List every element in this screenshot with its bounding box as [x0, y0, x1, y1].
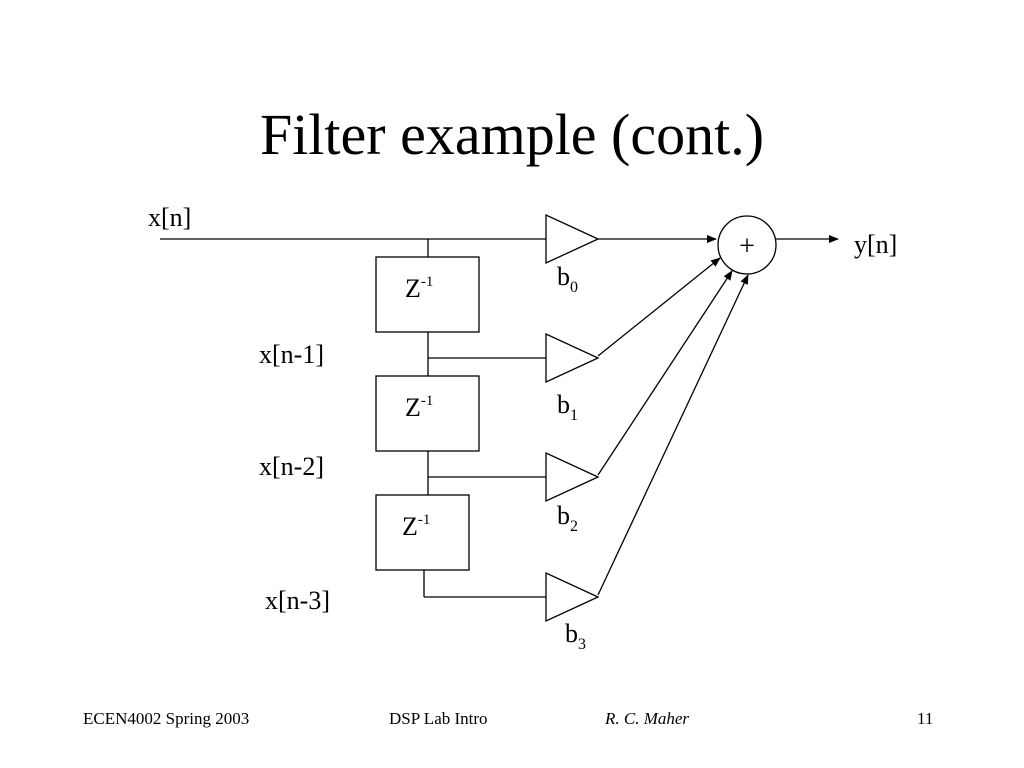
delay-label-1: Z-1	[405, 274, 433, 303]
footer-topic: DSP Lab Intro	[389, 709, 488, 728]
adder-circle	[717, 215, 777, 275]
delay-block-2	[375, 375, 480, 452]
input-label: x[n]	[148, 203, 191, 232]
gain-label-b2: b2	[557, 501, 578, 535]
gain-triangle-b0	[545, 213, 600, 265]
tap-label-3: x[n-3]	[265, 586, 330, 615]
gain-label-b1: b1	[557, 390, 578, 424]
gain-triangle-b1	[545, 332, 600, 384]
sum-line-b2	[597, 270, 733, 476]
footer-author: R. C. Maher	[605, 709, 690, 728]
gain-triangle-b3	[545, 571, 600, 623]
delay-block-3	[375, 494, 470, 571]
sum-line-b3	[597, 274, 749, 596]
tap-label-2: x[n-2]	[259, 452, 324, 481]
adder-symbol: +	[739, 231, 755, 262]
footer-course: ECEN4002 Spring 2003	[83, 709, 250, 728]
sum-line-b1	[597, 257, 721, 357]
gain-label-b3: b3	[565, 619, 586, 653]
output-label: y[n]	[854, 230, 897, 259]
delay-block-1	[375, 256, 480, 333]
gain-triangle-b2	[545, 451, 600, 503]
gain-label-b0: b0	[557, 262, 578, 296]
footer-page-number: 11	[917, 709, 934, 728]
delay-label-2: Z-1	[405, 393, 433, 422]
slide-title: Filter example (cont.)	[259, 102, 765, 167]
delay-label-3: Z-1	[402, 512, 430, 541]
tap-label-1: x[n-1]	[259, 340, 324, 369]
